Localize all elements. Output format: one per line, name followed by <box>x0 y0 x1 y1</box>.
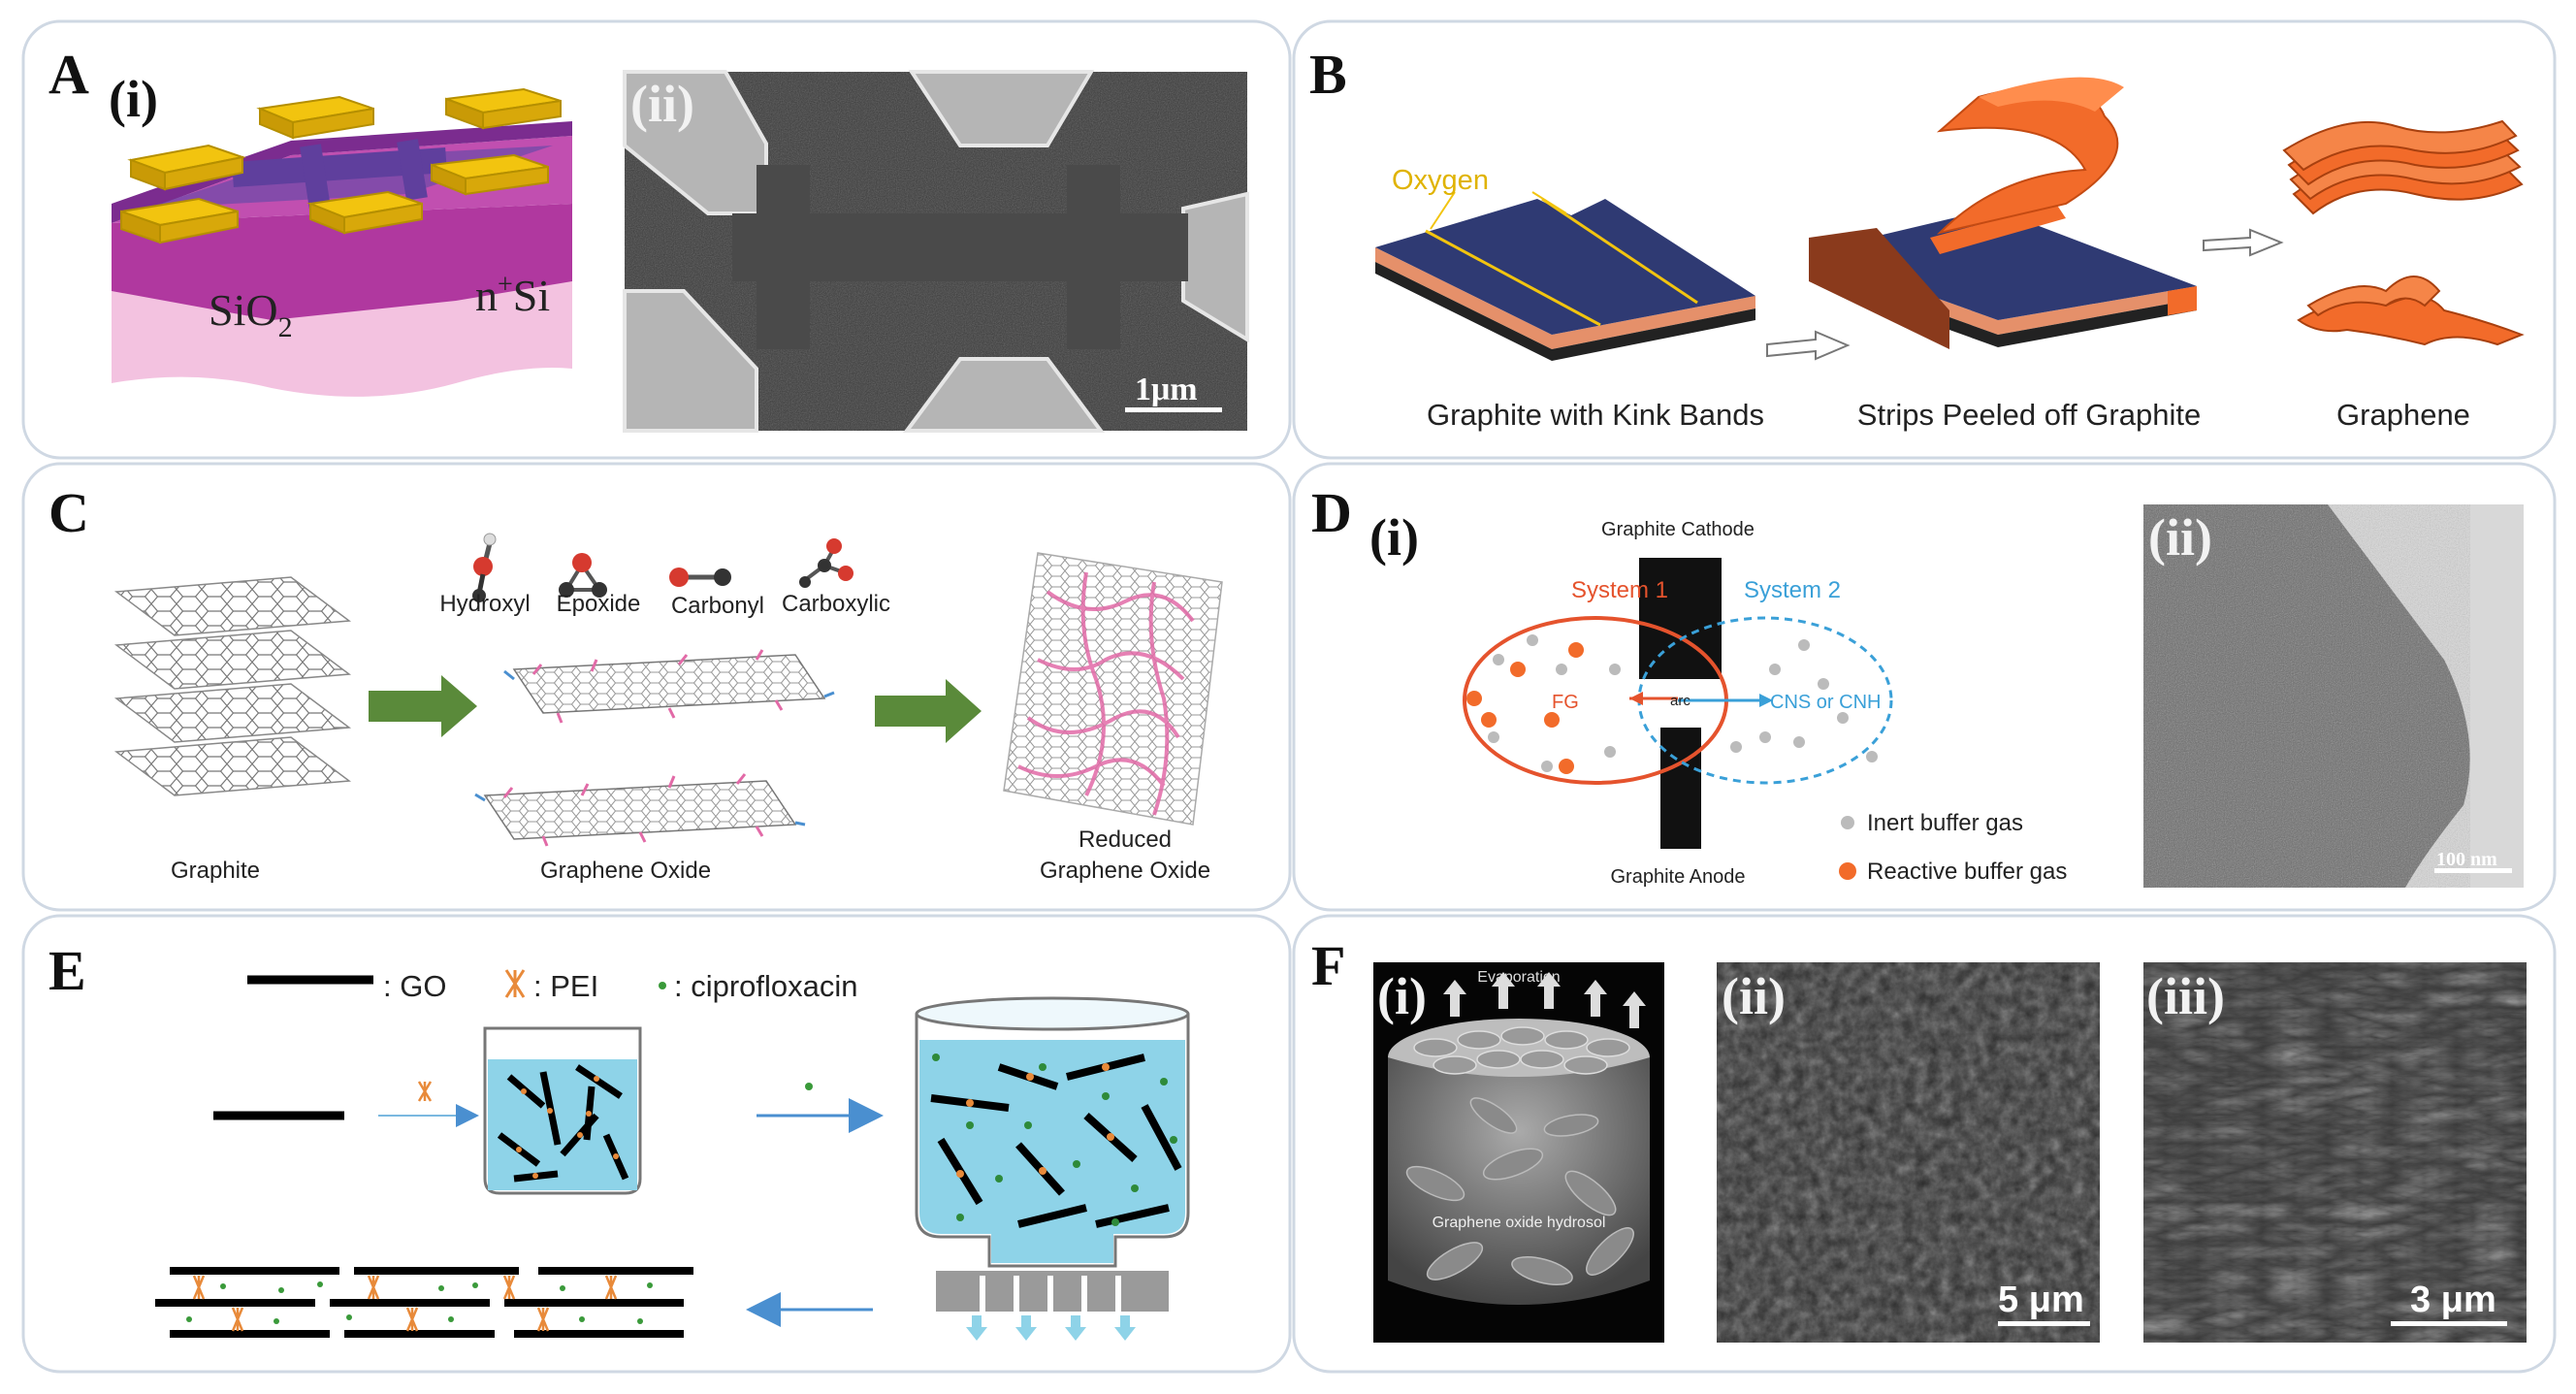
legend-reactive: Reactive buffer gas <box>1867 859 2067 885</box>
strips-peeled-block <box>1809 77 2197 349</box>
sem-image-ii <box>1717 962 2100 1343</box>
evaporation-label: Evaporation <box>1477 969 1560 986</box>
caption-graphite-kink: Graphite with Kink Bands <box>1427 398 1764 432</box>
panel-e: E : GO : PEI : ciprofloxacin <box>48 939 1190 1341</box>
system2-label: System 2 <box>1744 577 1841 603</box>
legend-cipro-dot <box>659 982 666 989</box>
panel-f-scale-iii: 3 μm <box>2410 1280 2496 1320</box>
panel-e-letter: E <box>48 939 86 1002</box>
panel-a-sub-i: (i) <box>109 70 158 128</box>
panel-d: D (i) Graphite Cathode Graphite Anode Sy… <box>1311 481 2524 888</box>
panel-d-scale-label: 100 nm <box>2436 849 2497 870</box>
caption-graphite: Graphite <box>171 858 260 884</box>
caption-strips-peeled: Strips Peeled off Graphite <box>1857 398 2201 432</box>
panel-b-letter: B <box>1309 43 1347 106</box>
anode-label: Graphite Anode <box>1611 866 1746 888</box>
hydrosol-label: Graphene oxide hydrosol <box>1433 1215 1606 1231</box>
legend-pei-icon <box>504 969 526 998</box>
legend-go: : GO <box>383 969 446 1003</box>
legend-inert-dot <box>1841 816 1854 829</box>
group-hydroxyl: Hydroxyl <box>439 591 530 617</box>
legend-reactive-dot <box>1839 862 1856 880</box>
panel-f-sub-ii: (ii) <box>1722 967 1786 1025</box>
reactive-gas-dots <box>1466 642 1584 774</box>
arrow-b2 <box>2203 228 2284 257</box>
green-arrow-2 <box>875 679 982 743</box>
sem-image-iii <box>2143 962 2527 1343</box>
legend-pei: : PEI <box>533 969 598 1003</box>
panel-a: A (i) SiO2 n+Si <box>48 43 1249 433</box>
functional-group-icons <box>472 533 853 602</box>
panel-c-letter: C <box>48 481 89 544</box>
caption-rgo-line1: Reduced <box>1079 827 1172 853</box>
panel-f-letter: F <box>1311 934 1345 997</box>
transistor-device-illustration <box>112 87 572 397</box>
legend-inert: Inert buffer gas <box>1867 810 2023 836</box>
tem-image <box>2143 504 2524 888</box>
legend-cipro: : ciprofloxacin <box>674 969 858 1003</box>
filtration-funnel <box>915 996 1190 1341</box>
reduced-graphene-oxide-sheet <box>1003 552 1223 826</box>
group-epoxide: Epoxide <box>557 591 641 617</box>
system1-label: System 1 <box>1571 577 1668 603</box>
sem-hall-bar-image <box>623 70 1249 433</box>
inert-gas-dots <box>1488 634 1878 772</box>
panel-f-scale-ii: 5 μm <box>1998 1280 2084 1320</box>
panel-a-letter: A <box>48 43 89 106</box>
arrow-b1 <box>1766 330 1851 361</box>
panel-a-sub-ii: (ii) <box>630 75 694 133</box>
panel-f-sub-i: (i) <box>1377 967 1427 1025</box>
group-carbonyl: Carbonyl <box>671 593 764 619</box>
panel-c: C Graphite Hydroxyl Epoxide Carbonyl Car… <box>48 481 1223 884</box>
oxygen-label: Oxygen <box>1392 165 1489 196</box>
graphite-layers <box>113 576 352 796</box>
panel-a-scale-label: 1μm <box>1135 372 1198 407</box>
caption-rgo-line2: Graphene Oxide <box>1040 858 1210 884</box>
cathode-label: Graphite Cathode <box>1601 519 1755 540</box>
beaker <box>483 1026 642 1195</box>
graphene-oxide-sheets <box>474 649 835 847</box>
nsi-label: n+Si <box>475 270 550 320</box>
group-carboxylic: Carboxylic <box>782 591 890 617</box>
anode-electrode <box>1660 728 1701 849</box>
panel-d-letter: D <box>1311 481 1352 544</box>
evaporation-cylinder-image <box>1373 962 1664 1343</box>
go-pei-membrane <box>155 1267 693 1338</box>
graphene-sheets <box>2282 119 2525 346</box>
green-arrow-1 <box>369 675 477 737</box>
sio2-label: SiO2 <box>209 285 293 343</box>
fg-label: FG <box>1552 692 1579 713</box>
panel-f: F Evaporation Graphene oxide <box>1311 934 2527 1343</box>
panel-f-sub-iii: (iii) <box>2146 967 2225 1025</box>
panel-d-sub-ii: (ii) <box>2148 508 2212 567</box>
panel-b: B Oxygen <box>1309 43 2525 432</box>
caption-graphene: Graphene <box>2336 398 2470 432</box>
caption-graphene-oxide: Graphene Oxide <box>540 858 711 884</box>
cns-label: CNS or CNH <box>1770 692 1881 713</box>
arc-label: arc <box>1670 693 1690 709</box>
graphite-kink-band-block <box>1375 191 1755 361</box>
panel-d-sub-i: (i) <box>1369 508 1419 567</box>
